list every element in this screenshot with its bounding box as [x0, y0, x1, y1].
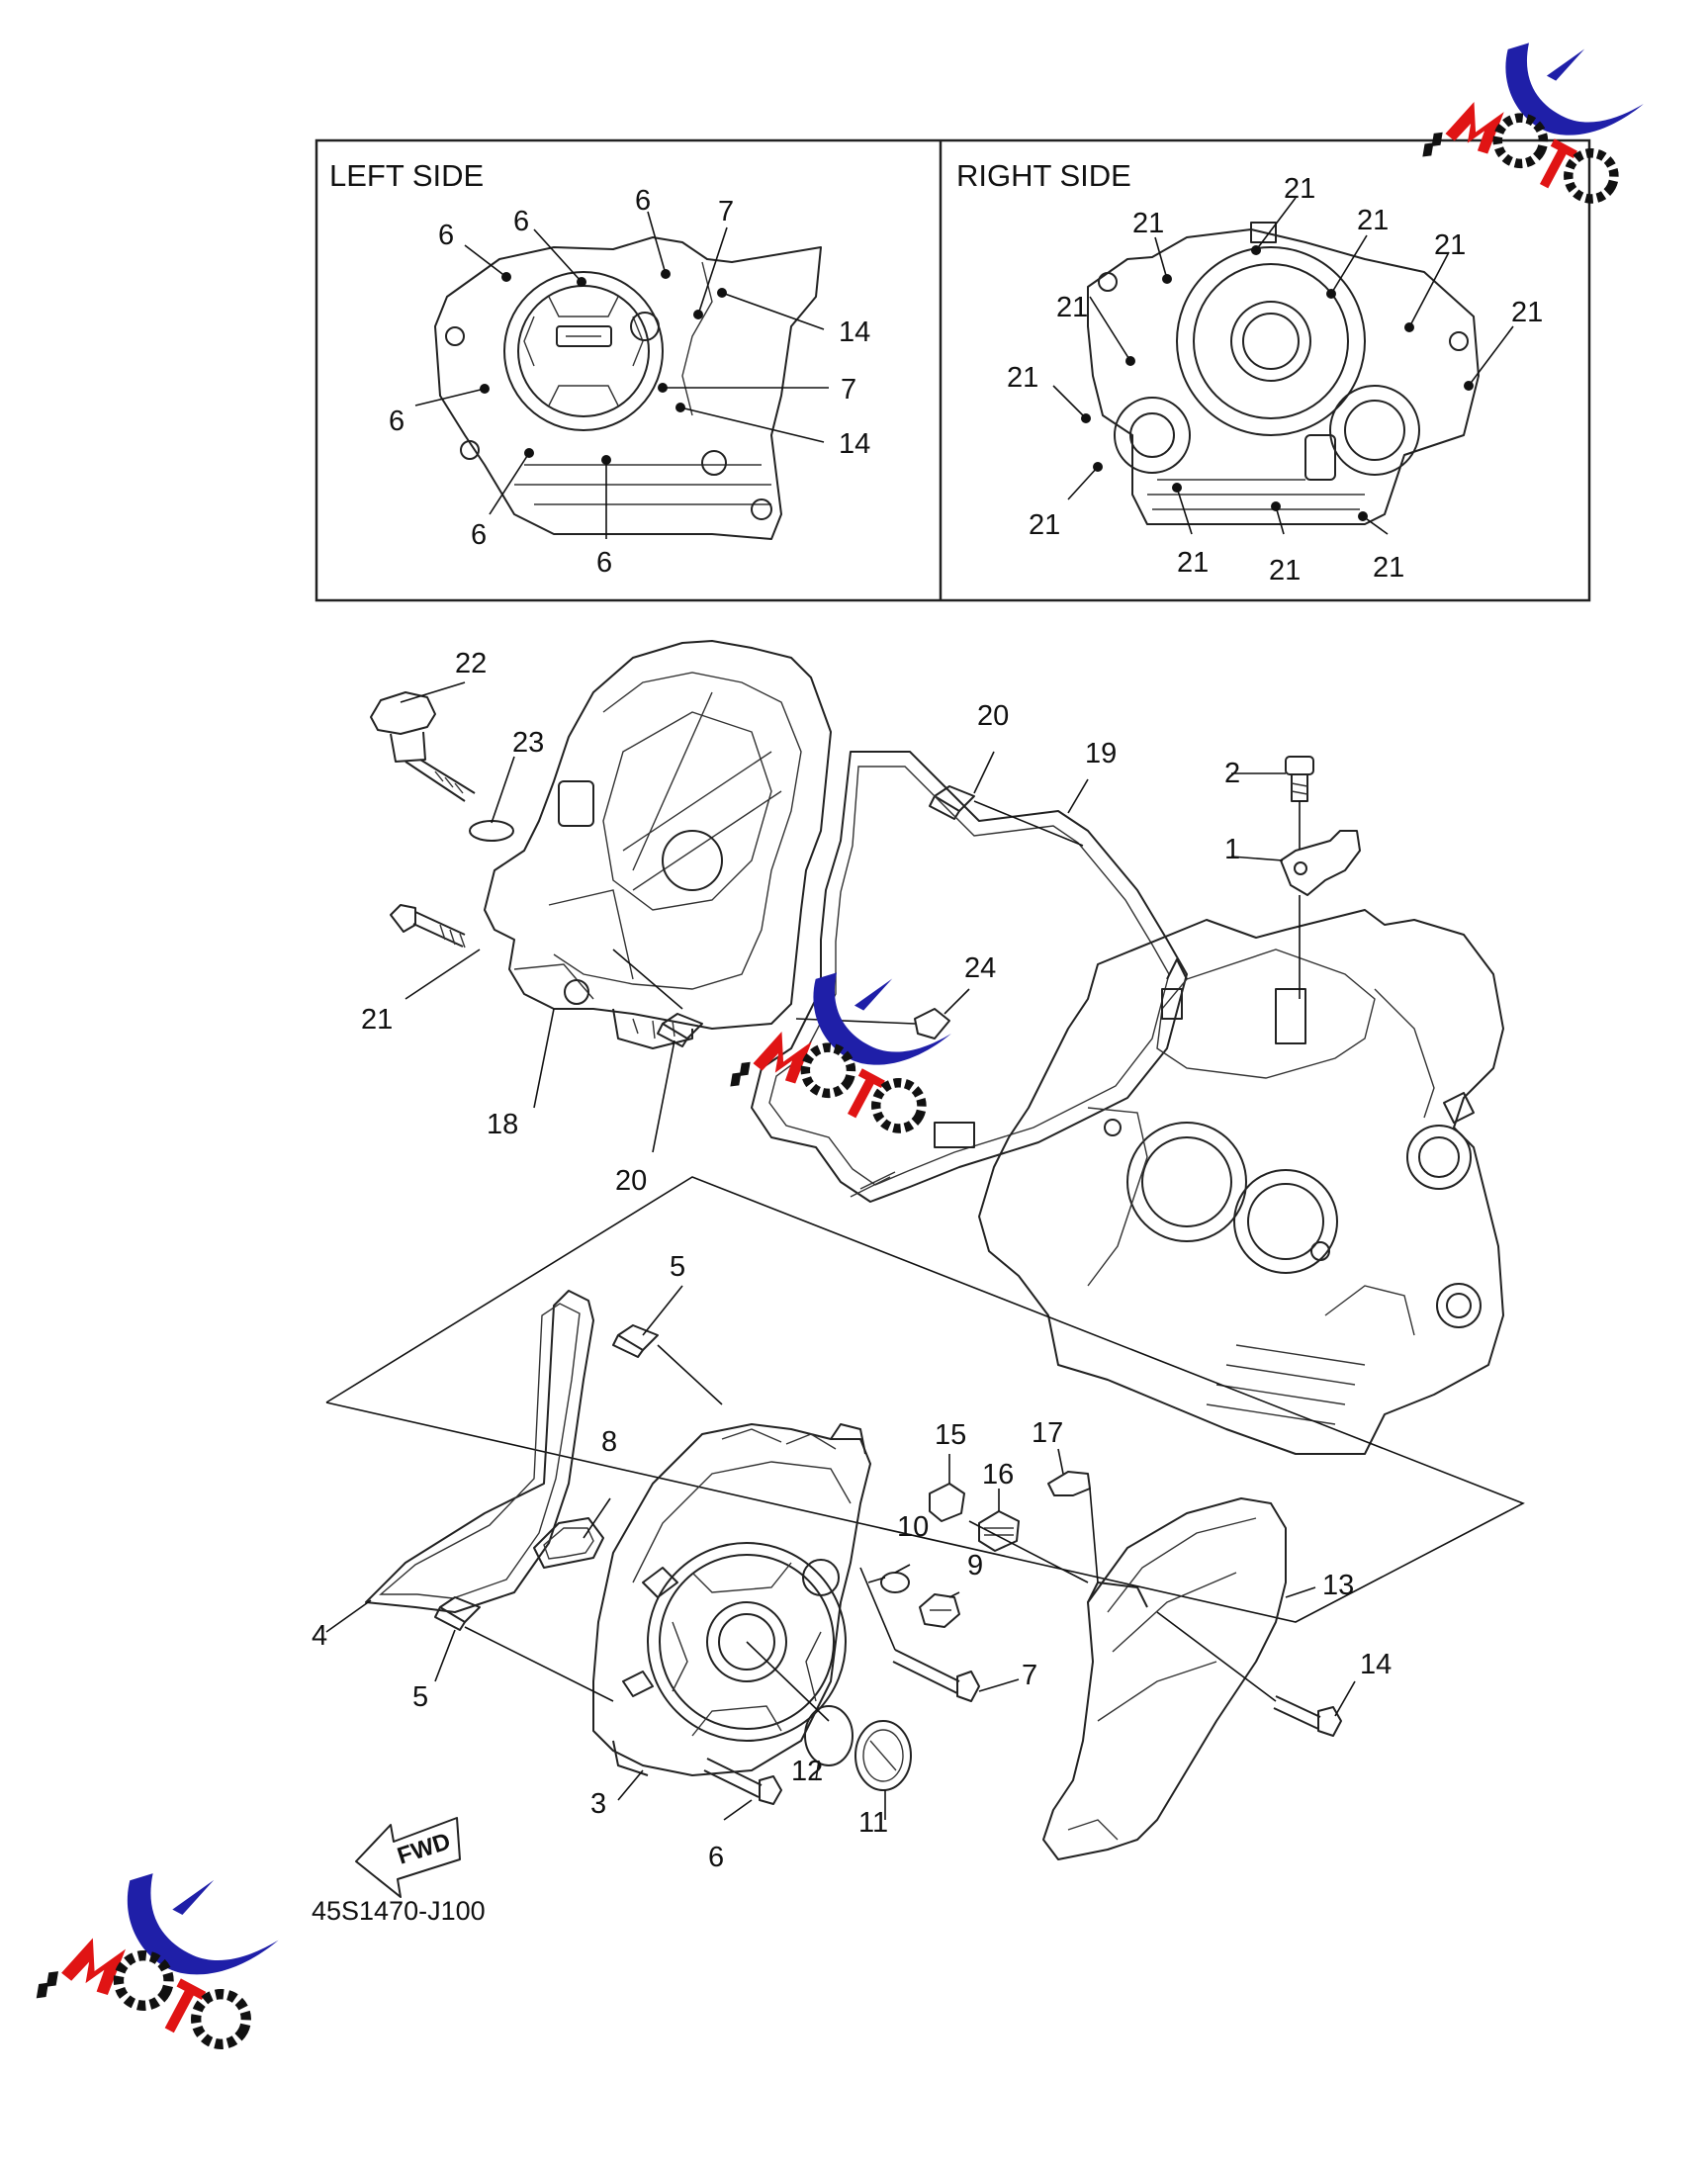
- part-number-24: 24: [964, 952, 996, 984]
- callout-6: 6: [635, 185, 651, 217]
- callout-7: 7: [841, 374, 856, 406]
- part-number-7: 7: [1022, 1660, 1037, 1691]
- plate-1: [1280, 830, 1361, 896]
- dowel-20-upper: [929, 785, 975, 820]
- dowel-5-upper: [612, 1324, 659, 1358]
- left-callout-dots: [480, 269, 727, 465]
- part-number-4: 4: [312, 1620, 327, 1652]
- part-number-5: 5: [670, 1251, 685, 1283]
- part-number-9: 9: [967, 1550, 983, 1582]
- left-side-title: LEFT SIDE: [329, 158, 484, 193]
- right-crankcase-drawing: [1087, 222, 1480, 525]
- part-number-23: 23: [512, 727, 544, 759]
- part-number-2: 2: [1224, 758, 1240, 789]
- exploded-leader-lines: [325, 681, 1356, 1821]
- part-number-14: 14: [1360, 1649, 1392, 1680]
- callout-6: 6: [471, 519, 487, 551]
- callout-21: 21: [1373, 552, 1404, 584]
- cover-13: [1042, 1497, 1287, 1860]
- callout-6: 6: [513, 206, 529, 237]
- callout-6: 6: [596, 547, 612, 579]
- dowel-5-lower: [434, 1596, 481, 1631]
- watermark-logo-top-right: [1419, 4, 1663, 242]
- gasket-8: [533, 1517, 604, 1569]
- right-leader-lines: [1052, 197, 1514, 535]
- part-number-11: 11: [858, 1807, 888, 1839]
- part-number-5: 5: [412, 1681, 428, 1713]
- dowel-20-lower: [657, 1013, 703, 1047]
- exploded-part-labels: 1 2 3 4 5 5 6 7 8 9 10 11 12 13 14 15 16…: [312, 648, 1392, 1873]
- part-number-19: 19: [1085, 738, 1117, 769]
- left-leader-lines: [414, 211, 829, 539]
- clamp-17: [1047, 1471, 1091, 1496]
- o-ring-23: [469, 820, 514, 842]
- dowel-24: [914, 1008, 950, 1039]
- fwd-arrow: FWD: [355, 1817, 461, 1898]
- part-number-6: 6: [708, 1842, 724, 1873]
- callout-21: 21: [1056, 292, 1088, 323]
- callout-21: 21: [1029, 509, 1060, 541]
- part-number-13: 13: [1322, 1570, 1354, 1601]
- callout-21: 21: [1007, 362, 1038, 394]
- callout-7: 7: [718, 196, 734, 227]
- left-callout-labels: 6 6 6 7 14 6 7 14 6 6: [389, 185, 870, 579]
- plug-15: [929, 1483, 965, 1522]
- callout-21: 21: [1434, 229, 1466, 261]
- right-crankcase-cover: [484, 640, 832, 1049]
- part-number-8: 8: [601, 1426, 617, 1458]
- figure-code: 45S1470-J100: [312, 1896, 486, 1926]
- callout-6: 6: [438, 220, 454, 251]
- part-number-17: 17: [1032, 1417, 1063, 1449]
- part-number-20: 20: [615, 1165, 647, 1197]
- callout-21: 21: [1511, 297, 1543, 328]
- bolt-6-lower: [703, 1758, 782, 1805]
- callout-6: 6: [389, 406, 405, 437]
- plug-11: [854, 1720, 912, 1791]
- part-number-10: 10: [897, 1511, 929, 1543]
- grommet-16: [978, 1510, 1020, 1552]
- o-ring-10: [880, 1572, 910, 1593]
- part-number-20: 20: [977, 700, 1009, 732]
- bolt-14: [1273, 1695, 1342, 1737]
- left-side-inset: LEFT SIDE: [329, 158, 870, 579]
- plug-9: [919, 1593, 960, 1628]
- callout-21: 21: [1269, 555, 1301, 587]
- callout-21: 21: [1177, 547, 1209, 579]
- left-crankcase-cover: [592, 1423, 871, 1776]
- callout-14: 14: [839, 316, 870, 348]
- right-side-title: RIGHT SIDE: [956, 158, 1131, 193]
- bolt-7: [892, 1649, 980, 1702]
- crankcase: [978, 909, 1504, 1455]
- bolt-2: [1285, 756, 1314, 802]
- oil-filler-plug: [370, 691, 476, 802]
- inset-frame: [315, 138, 1591, 602]
- assembly-plane: [325, 1176, 1525, 1623]
- part-number-18: 18: [487, 1109, 518, 1140]
- right-callout-labels: 21 21 21 21 21 21 21 21 21 21 21: [1007, 173, 1543, 587]
- right-side-inset: RIGHT SIDE: [956, 158, 1543, 587]
- watermark-logo-bottom-left: [33, 1831, 300, 2092]
- callout-14: 14: [839, 428, 870, 460]
- part-number-22: 22: [455, 648, 487, 679]
- part-number-3: 3: [590, 1788, 606, 1820]
- part-number-16: 16: [982, 1459, 1014, 1491]
- part-number-21: 21: [361, 1004, 393, 1036]
- o-ring-12: [804, 1705, 854, 1766]
- callout-21: 21: [1284, 173, 1315, 205]
- part-number-1: 1: [1224, 834, 1240, 865]
- bolt-21: [390, 904, 466, 949]
- callout-21: 21: [1357, 205, 1389, 236]
- part-number-15: 15: [935, 1419, 966, 1451]
- part-number-12: 12: [791, 1756, 823, 1787]
- callout-21: 21: [1132, 208, 1164, 239]
